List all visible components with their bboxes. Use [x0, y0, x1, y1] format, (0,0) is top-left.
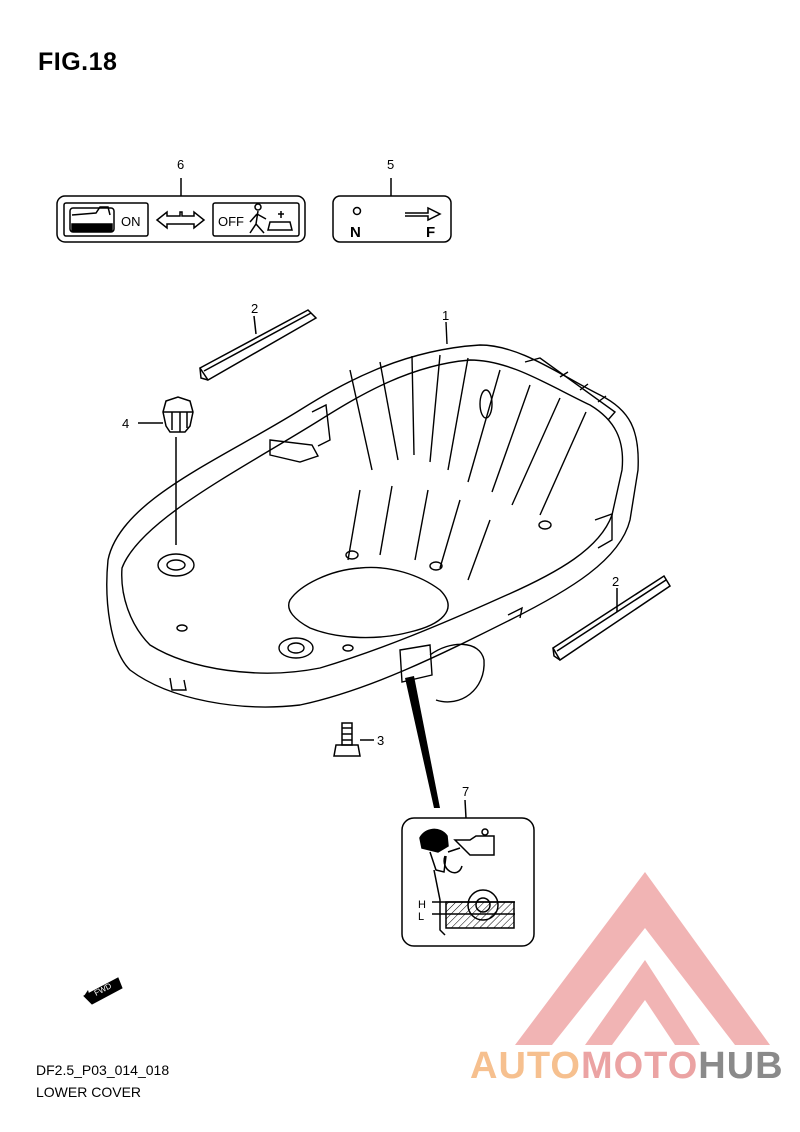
watermark-logo [515, 872, 770, 1045]
drawing-code: DF2.5_P03_014_018 [36, 1062, 170, 1078]
l-label: L [418, 911, 424, 923]
callout-2-lower: 2 [612, 574, 619, 589]
decal-pointer [405, 676, 440, 808]
callout-2-upper: 2 [251, 301, 258, 316]
callout-3: 3 [377, 733, 384, 748]
seal-strip-lower [551, 574, 672, 662]
n-label: N [350, 224, 361, 241]
f-label: F [426, 224, 435, 241]
watermark-part-1: AUTO [470, 1045, 581, 1087]
bolt-part [333, 722, 374, 757]
forward-arrow-icon: FWD [83, 977, 123, 1005]
seal-strip-upper [198, 309, 318, 381]
drawing-name: LOWER COVER [36, 1084, 142, 1100]
callout-4: 4 [122, 416, 129, 431]
figure-title: FIG.18 [38, 48, 118, 76]
watermark-text: AUTOMOTOHUB [470, 1045, 784, 1088]
callout-6: 6 [177, 157, 184, 172]
off-label: OFF [218, 214, 244, 229]
decal-n-f [332, 178, 452, 243]
cap-part [138, 396, 194, 545]
decal-on-off [56, 178, 306, 243]
on-label: ON [121, 214, 141, 229]
lower-cover-body [106, 321, 639, 708]
callout-7: 7 [462, 784, 469, 799]
decal-oil-level [401, 799, 535, 947]
watermark-part-2: MOTO [580, 1045, 699, 1087]
callout-5: 5 [387, 157, 394, 172]
h-label: H [418, 899, 426, 911]
watermark-part-3: HUB [698, 1045, 784, 1087]
callout-1: 1 [442, 308, 449, 323]
